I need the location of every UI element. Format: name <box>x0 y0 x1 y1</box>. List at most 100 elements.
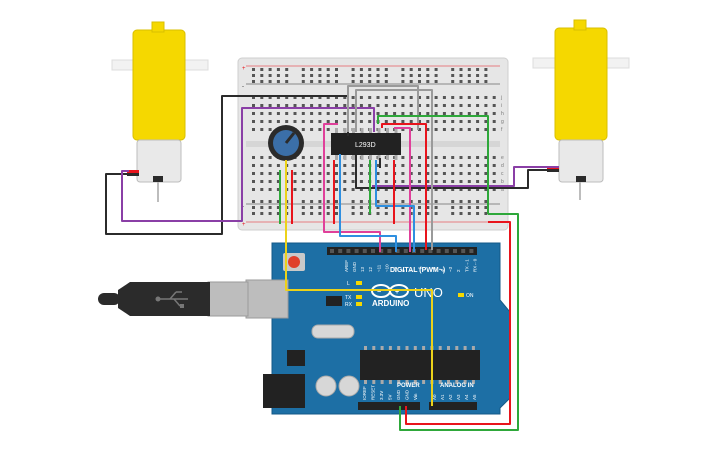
terminal-hole <box>476 156 480 159</box>
analog-pin-label: A0 <box>432 394 437 400</box>
terminal-hole <box>467 104 471 107</box>
mcu-pin <box>380 346 384 350</box>
rail-hole <box>376 200 380 203</box>
rail-hole <box>484 200 488 203</box>
led-l-label: L <box>347 281 350 287</box>
rail-hole <box>426 74 430 77</box>
rail-hole <box>285 74 289 77</box>
rail-hole <box>434 200 438 203</box>
terminal-hole <box>426 164 430 167</box>
terminal-hole <box>343 112 347 115</box>
rail-hole <box>260 200 264 203</box>
pin-label-gnd: GND <box>352 261 357 272</box>
terminal-hole <box>252 172 255 175</box>
rail-hole <box>359 212 363 215</box>
digital-pin-label: ~9 <box>393 266 398 272</box>
row-letter: a <box>501 187 504 193</box>
rail-hole <box>326 206 330 209</box>
terminal-hole <box>384 164 388 167</box>
terminal-hole <box>426 180 430 183</box>
power-pin-label: Vin <box>413 393 418 400</box>
usb-port <box>245 279 289 319</box>
terminal-hole <box>276 164 280 167</box>
rail-hole <box>318 200 322 203</box>
rail-hole <box>318 80 322 83</box>
terminal-hole <box>467 180 471 183</box>
rail-hole <box>252 200 255 203</box>
terminal-hole <box>351 112 355 115</box>
mcu-pin <box>455 380 459 384</box>
digital-pin-label: ~6 <box>417 266 422 272</box>
terminal-hole <box>442 164 446 167</box>
terminal-hole <box>260 120 264 123</box>
led-tx-label: TX <box>345 295 352 301</box>
rail-hole <box>359 74 363 77</box>
terminal-hole <box>268 120 272 123</box>
rail-hole <box>268 200 272 203</box>
terminal-hole <box>310 112 314 115</box>
terminal-hole <box>276 112 280 115</box>
rail-hole <box>276 200 280 203</box>
rail-hole <box>359 80 363 83</box>
terminal-hole <box>276 96 280 99</box>
wires <box>105 85 559 431</box>
rail-hole <box>310 212 314 215</box>
rail-hole <box>484 206 488 209</box>
terminal-hole <box>268 112 272 115</box>
terminal-hole <box>318 172 322 175</box>
header-pin <box>403 249 408 253</box>
terminal-hole <box>434 120 438 123</box>
mcu-pin <box>388 346 392 350</box>
terminal-hole <box>418 120 421 123</box>
power-pin-label: GND <box>396 389 401 400</box>
row-letter: i <box>501 103 502 109</box>
terminal-hole <box>451 180 455 183</box>
capacitor-2 <box>338 375 360 397</box>
terminal-hole <box>426 104 430 107</box>
terminal-hole <box>467 128 471 131</box>
terminal-hole <box>301 164 305 167</box>
terminal-hole <box>326 180 330 183</box>
digital-header <box>327 247 477 255</box>
rail-hole <box>260 80 264 83</box>
mcu-pin <box>405 346 409 350</box>
rail-hole <box>335 80 338 83</box>
rail-hole <box>401 80 405 83</box>
terminal-hole <box>459 96 463 99</box>
digital-pin-label: ~3 <box>448 266 453 272</box>
mcu-pin <box>413 380 417 384</box>
rail-hole <box>276 80 280 83</box>
capacitor-1 <box>315 375 337 397</box>
potentiometer[interactable] <box>268 125 304 161</box>
usb-cable <box>98 281 249 317</box>
reset-button-cap[interactable] <box>288 256 300 268</box>
power-pin-label: GND <box>405 389 410 400</box>
terminal-hole <box>401 172 405 175</box>
rail-hole <box>359 200 363 203</box>
rail-hole <box>376 68 380 71</box>
wire-green-power <box>399 213 519 431</box>
terminal-hole <box>310 188 314 191</box>
wire-red-top <box>381 123 427 250</box>
terminal-hole <box>467 96 471 99</box>
terminal-hole <box>376 180 380 183</box>
terminal-hole <box>376 112 380 115</box>
terminal-hole <box>426 188 430 191</box>
rail-hole <box>351 74 355 77</box>
terminal-hole <box>476 164 480 167</box>
terminal-hole <box>351 120 355 123</box>
terminal-hole <box>393 104 397 107</box>
header-pin <box>379 249 384 253</box>
terminal-hole <box>326 120 330 123</box>
rail-hole <box>268 74 272 77</box>
terminal-hole <box>285 104 289 107</box>
mcu-pin <box>413 346 417 350</box>
terminal-hole <box>326 164 330 167</box>
terminal-hole <box>459 120 463 123</box>
rail-hole <box>409 200 413 203</box>
terminal-hole <box>442 156 446 159</box>
terminal-hole <box>351 172 355 175</box>
terminal-hole <box>359 112 363 115</box>
terminal-hole <box>359 164 363 167</box>
